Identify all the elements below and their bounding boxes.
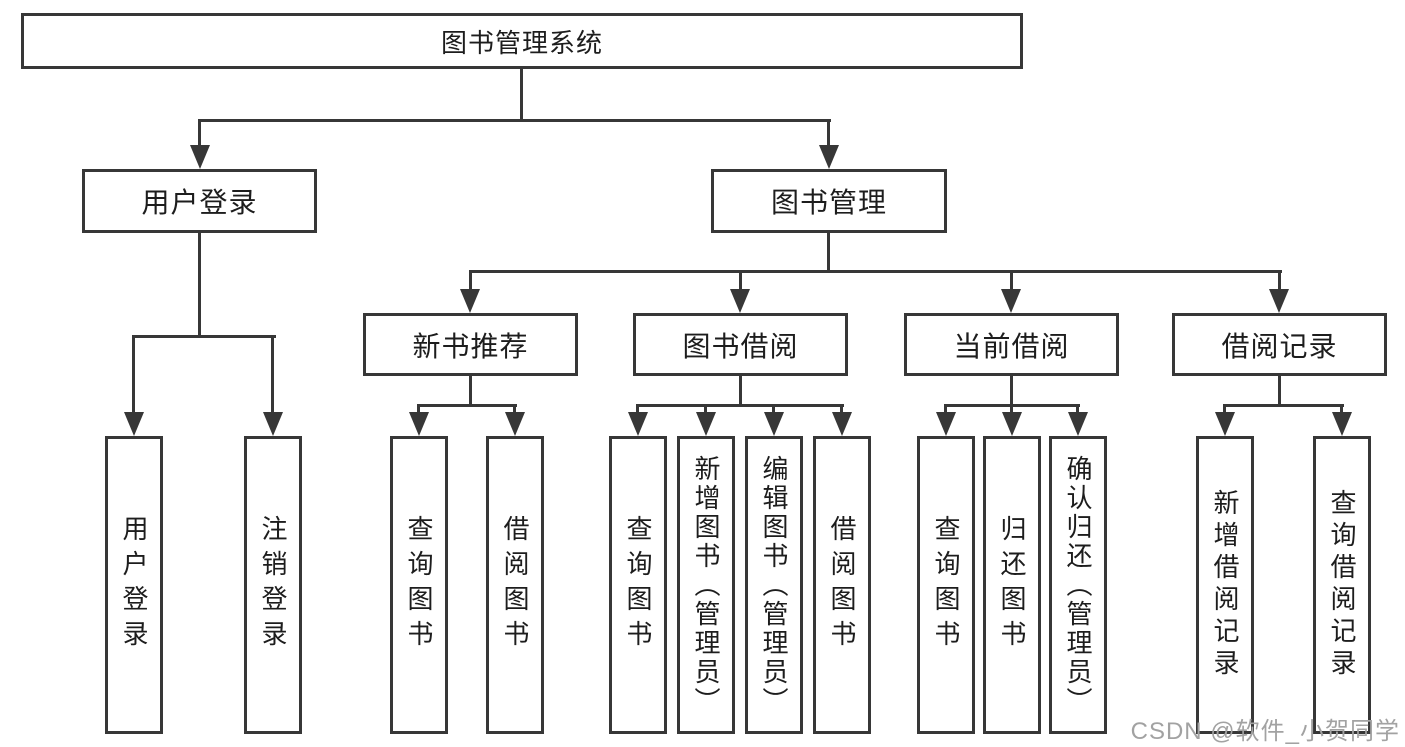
connector (1010, 404, 1013, 414)
arrowhead (696, 412, 716, 436)
connector (944, 404, 947, 414)
node-borrow-books-leaf: 借阅图书 (813, 436, 871, 734)
node-new-book-recommend: 新书推荐 (363, 313, 578, 376)
arrowhead (263, 412, 283, 436)
node-user-login-leaf: 用户登录 (105, 436, 163, 734)
node-label: 图书管理 (770, 187, 887, 218)
connector (132, 335, 276, 338)
arrowhead (1068, 412, 1088, 436)
connector (1076, 404, 1079, 414)
connector (739, 270, 742, 291)
node-user-login: 用户登录 (82, 169, 317, 233)
connector (513, 404, 516, 414)
connector (1010, 270, 1013, 291)
connector (271, 335, 274, 414)
connector (469, 376, 472, 406)
connector (132, 335, 135, 414)
node-current-borrow: 当前借阅 (904, 313, 1119, 376)
node-label: 借阅记录 (1221, 330, 1338, 362)
arrowhead (628, 412, 648, 436)
connector (772, 404, 775, 414)
node-label: 图书管理系统 (440, 27, 603, 58)
node-borrow-books-recommend: 借阅图书 (486, 436, 544, 734)
node-edit-book-admin: 编辑图书（管理员） (745, 436, 803, 734)
connector (469, 270, 1282, 273)
arrowhead (819, 145, 839, 169)
connector (636, 404, 639, 414)
connector (198, 233, 201, 337)
node-label: 新增借阅记录 (1210, 489, 1240, 681)
node-label: 新增图书（管理员） (691, 454, 721, 716)
node-label: 编辑图书（管理员） (759, 454, 789, 716)
arrowhead (190, 145, 210, 169)
connector (417, 404, 420, 414)
node-label: 借阅图书 (827, 515, 857, 655)
node-label: 查询图书 (623, 515, 653, 655)
arrowhead (124, 412, 144, 436)
connector (636, 404, 844, 407)
node-query-books-recommend: 查询图书 (390, 436, 448, 734)
node-label: 归还图书 (997, 515, 1027, 655)
node-label: 查询图书 (931, 515, 961, 655)
node-label: 图书借阅 (682, 330, 799, 362)
node-book-management: 图书管理 (711, 169, 947, 233)
node-label: 注销登录 (258, 515, 288, 655)
node-label: 确认归还（管理员） (1063, 454, 1093, 716)
connector (198, 119, 201, 148)
node-label: 当前借阅 (953, 330, 1070, 362)
connector (827, 233, 830, 272)
node-label: 查询图书 (404, 515, 434, 655)
node-label: 新书推荐 (412, 330, 529, 362)
node-label: 用户登录 (119, 515, 149, 655)
node-book-management-system: 图书管理系统 (21, 13, 1023, 69)
connector (1010, 376, 1013, 406)
arrowhead (505, 412, 525, 436)
connector (1278, 270, 1281, 291)
node-add-book-admin: 新增图书（管理员） (677, 436, 735, 734)
connector (704, 404, 707, 414)
connector (840, 404, 843, 414)
connector (1223, 404, 1226, 414)
connector (417, 404, 517, 407)
arrowhead (1215, 412, 1235, 436)
arrowhead (936, 412, 956, 436)
connector (1340, 404, 1343, 414)
arrowhead (1269, 289, 1289, 313)
node-return-books: 归还图书 (983, 436, 1041, 734)
connector (520, 69, 523, 121)
connector (1223, 404, 1344, 407)
arrowhead (1332, 412, 1352, 436)
node-query-borrow-record: 查询借阅记录 (1313, 436, 1371, 734)
node-confirm-return-admin: 确认归还（管理员） (1049, 436, 1107, 734)
node-borrow-records: 借阅记录 (1172, 313, 1387, 376)
node-logout-leaf: 注销登录 (244, 436, 302, 734)
connector (198, 119, 831, 122)
arrowhead (764, 412, 784, 436)
node-label: 用户登录 (141, 187, 258, 218)
node-label: 查询借阅记录 (1327, 489, 1357, 681)
node-query-books-current: 查询图书 (917, 436, 975, 734)
connector (469, 270, 472, 291)
arrowhead (730, 289, 750, 313)
arrowhead (409, 412, 429, 436)
node-add-borrow-record: 新增借阅记录 (1196, 436, 1254, 734)
arrowhead (1001, 289, 1021, 313)
arrowhead (460, 289, 480, 313)
arrowhead (1002, 412, 1022, 436)
node-label: 借阅图书 (500, 515, 530, 655)
watermark: CSDN @软件_小贺同学 (1130, 718, 1400, 745)
connector (739, 376, 742, 406)
node-query-books-borrow: 查询图书 (609, 436, 667, 734)
node-book-borrow: 图书借阅 (633, 313, 848, 376)
connector (1278, 376, 1281, 406)
arrowhead (832, 412, 852, 436)
connector (827, 119, 830, 148)
